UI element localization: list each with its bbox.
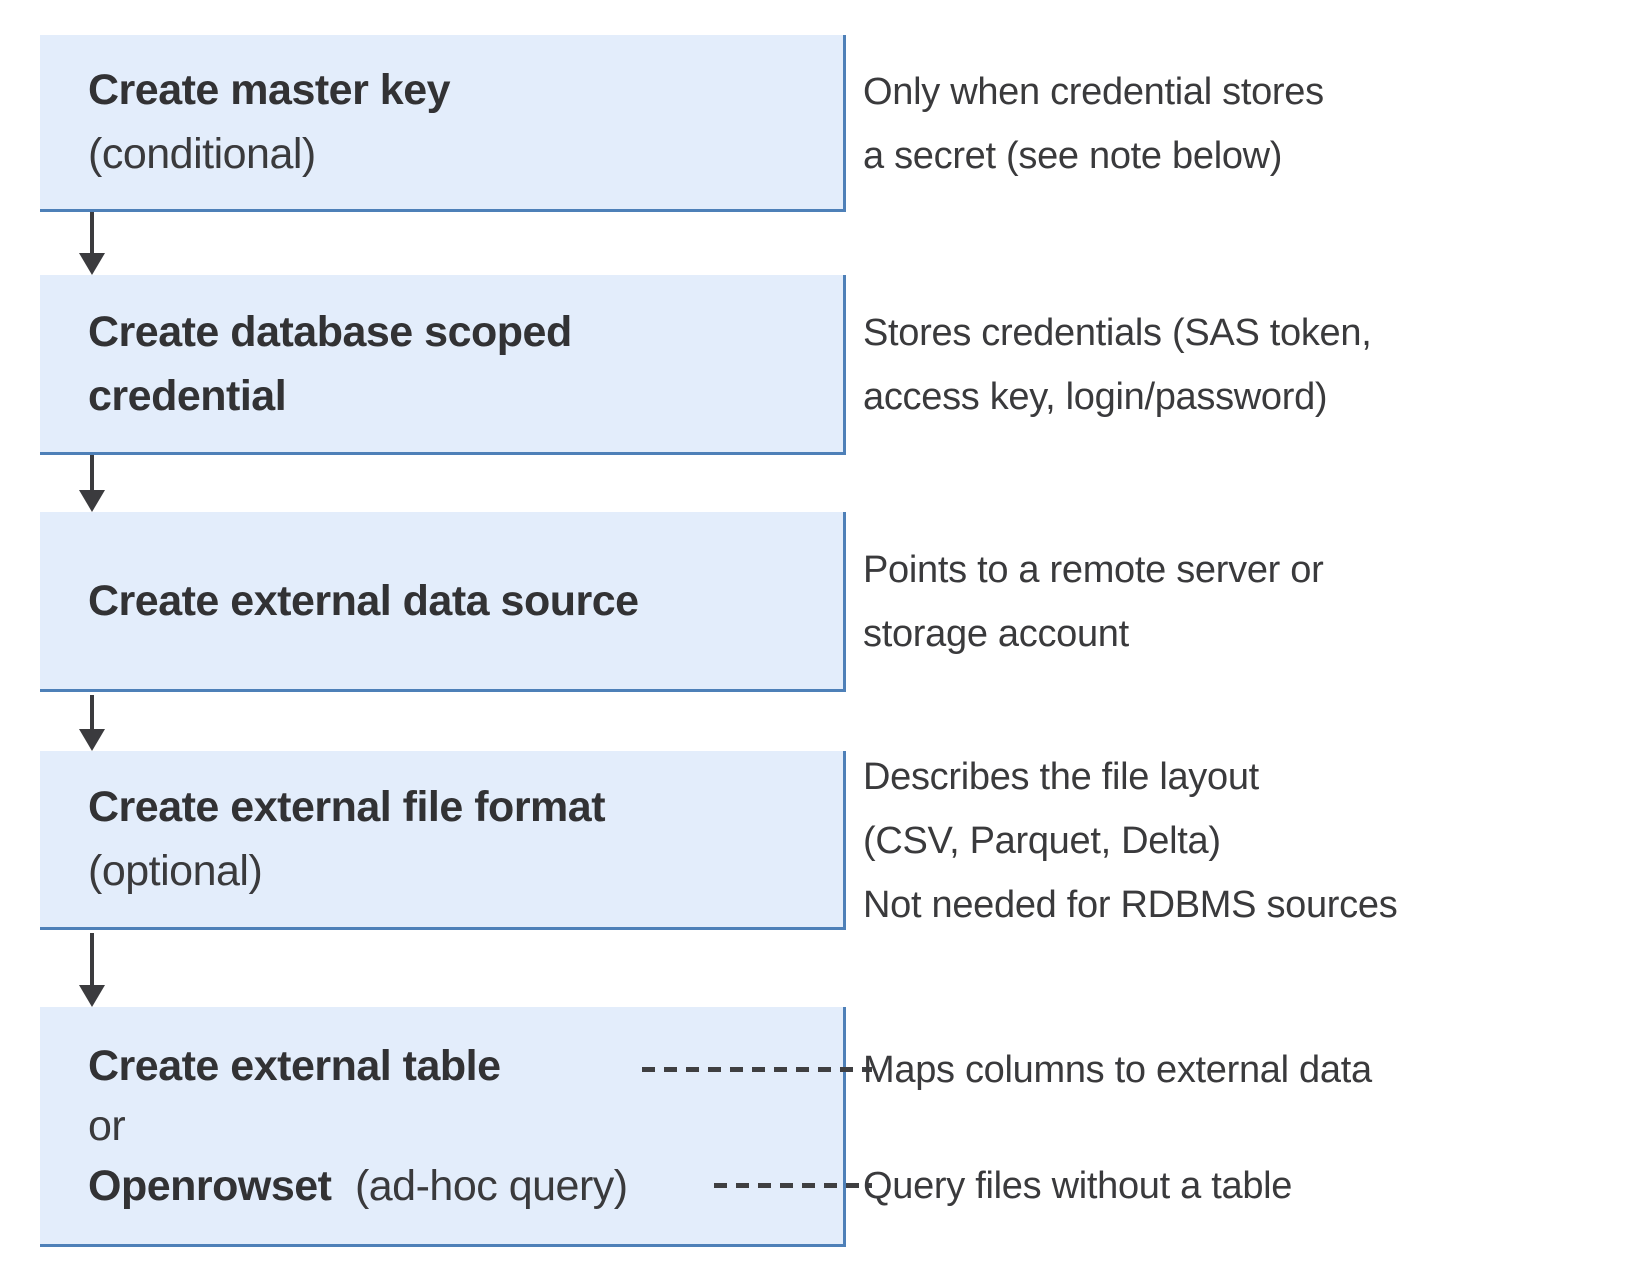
step-alt-title: Openrowset (ad-hoc query) bbox=[88, 1156, 827, 1216]
step-box-create-external-table-or-openrowset: Create external table or Openrowset (ad-… bbox=[40, 1007, 846, 1247]
arrow-head bbox=[79, 253, 105, 275]
dashed-connector bbox=[714, 1183, 872, 1188]
dashed-connector bbox=[642, 1067, 872, 1072]
arrow-down-icon bbox=[79, 933, 105, 1007]
step-note: Only when credential stores a secret (se… bbox=[863, 71, 1324, 177]
step-qualifier: (conditional) bbox=[88, 130, 316, 178]
step-note: Maps columns to external data bbox=[863, 1049, 1372, 1091]
step-box-create-database-scoped-credential: Create database scoped credential bbox=[40, 275, 846, 455]
or-label-text: or bbox=[88, 1101, 126, 1150]
arrow-down-icon bbox=[79, 455, 105, 512]
arrow-shaft bbox=[90, 212, 94, 255]
alt-title-qualifier: (ad-hoc query) bbox=[354, 1161, 628, 1210]
step-title: Create external table bbox=[88, 1036, 827, 1096]
arrow-down-icon bbox=[79, 212, 105, 275]
step-box-create-external-data-source: Create external data source bbox=[40, 512, 846, 692]
arrow-head bbox=[79, 985, 105, 1007]
step-note: Describes the file layout (CSV, Parquet,… bbox=[863, 756, 1398, 926]
arrow-down-icon bbox=[79, 695, 105, 751]
step-note: Query files without a table bbox=[863, 1165, 1293, 1207]
step-title: Create database scoped credential bbox=[88, 307, 572, 420]
step-box-create-master-key: Create master key (conditional) bbox=[40, 35, 846, 212]
step-note: Points to a remote server or storage acc… bbox=[863, 549, 1324, 655]
step-title-text: Create external table bbox=[88, 1041, 501, 1090]
step-box-create-external-file-format: Create external file format (optional) bbox=[40, 751, 846, 930]
alt-title-text: Openrowset bbox=[88, 1161, 332, 1210]
arrow-head bbox=[79, 490, 105, 512]
arrow-shaft bbox=[90, 455, 94, 492]
step-qualifier: (optional) bbox=[88, 847, 263, 895]
step-or-label: or bbox=[88, 1096, 827, 1156]
step-title: Create external data source bbox=[88, 576, 639, 625]
step-title: Create master key bbox=[88, 66, 451, 114]
arrow-shaft bbox=[90, 695, 94, 731]
arrow-head bbox=[79, 729, 105, 751]
step-note: Stores credentials (SAS token, access ke… bbox=[863, 312, 1372, 418]
step-title: Create external file format bbox=[88, 783, 606, 831]
arrow-shaft bbox=[90, 933, 94, 987]
